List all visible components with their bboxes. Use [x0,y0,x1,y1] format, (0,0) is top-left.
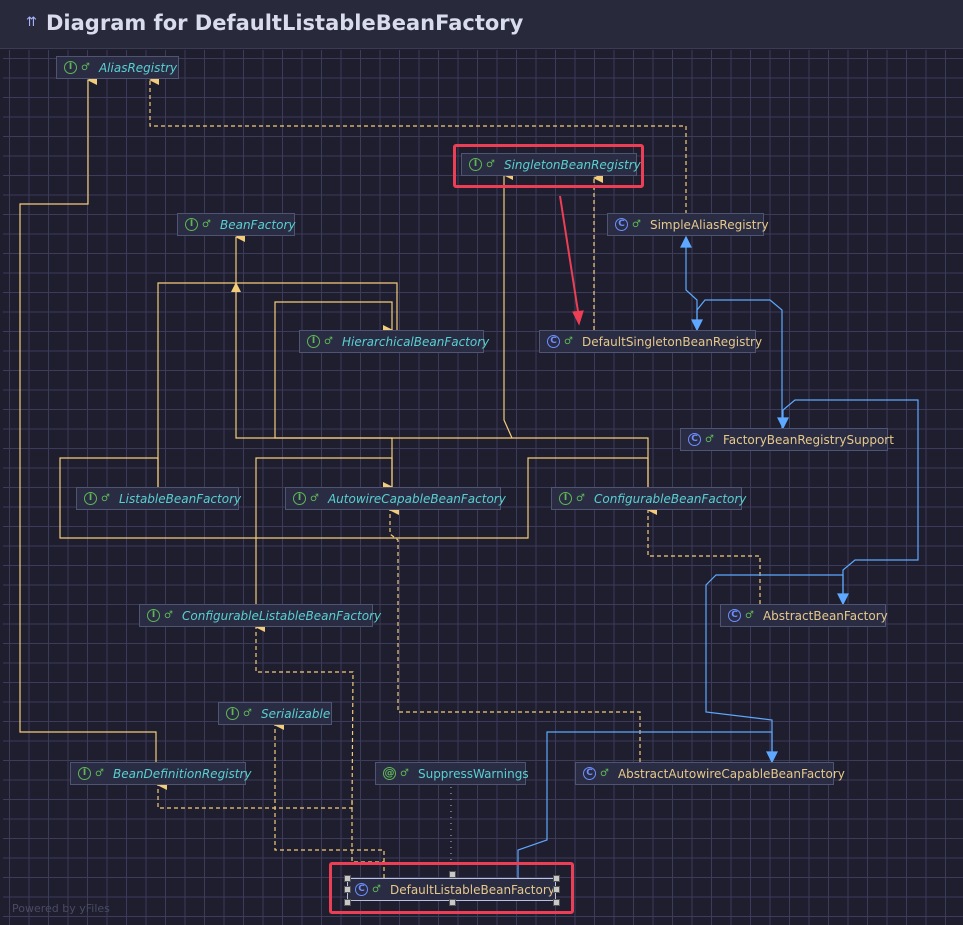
lock-icon: ♂ [310,493,319,504]
edge-abstractbean-configurable [647,505,761,604]
node-serializable[interactable]: I♂Serializable [218,702,332,725]
edge-hierarchical-beanfactory [235,232,398,330]
lock-icon: ♂ [400,768,409,779]
interface-icon: I [293,492,306,505]
red-arrow [559,195,580,319]
interface-icon: I [559,492,572,505]
edge-dlbf-serializable [274,720,385,862]
edge-simplealias-aliasregistry [149,75,687,214]
lock-icon: ♂ [95,768,104,779]
interface-icon: I [307,335,320,348]
diagram-header: ⇈ Diagram for DefaultListableBeanFactory [0,0,963,49]
interface-icon: I [185,218,198,231]
interface-icon: I [84,492,97,505]
interface-icon: I [78,767,91,780]
lock-icon: ♂ [243,708,252,719]
edge-configurable-hierarchical [274,301,649,487]
interface-icon: I [64,61,77,74]
edge-configurablelistable-listable [59,457,257,604]
selection-handle[interactable] [553,886,560,893]
node-defaultsingletonbeanregistry[interactable]: C♂DefaultSingletonBeanRegistry [539,330,762,353]
edge-configurablelistable-autowire [255,457,393,538]
node-beandefinitionregistry[interactable]: I♂BeanDefinitionRegistry [70,762,252,785]
lock-icon: ♂ [564,336,573,347]
selection-handle[interactable] [344,886,351,893]
lock-icon: ♂ [486,159,495,170]
lock-icon: ♂ [632,219,641,230]
selection-handle[interactable] [553,899,560,906]
interface-icon: I [469,158,482,171]
edge-configurablelistable-configurable [256,457,649,539]
highlight-defaultlistablebeanfactory [329,862,574,914]
lock-icon: ♂ [576,493,585,504]
edge-dlbf-abstractautowire [517,731,773,878]
interface-icon: I [147,609,160,622]
lock-icon: ♂ [202,219,211,230]
lock-icon: ♂ [745,610,754,621]
node-singletonbeanregistry[interactable]: I♂SingletonBeanRegistry [461,153,641,176]
diagram-icon: ⇈ [26,15,37,30]
class-icon: C [688,433,701,446]
edge-factorybean-defaultsingleton [696,299,783,428]
annotation-icon: @ [383,767,396,780]
edge-configurable-singleton [503,170,513,439]
node-listablebeanfactory[interactable]: I♂ListableBeanFactory [76,487,241,510]
lock-icon: ♂ [164,610,173,621]
edge-abstractbean-factorybean [782,399,919,604]
lock-icon: ♂ [372,884,381,895]
node-beanfactory[interactable]: I♂BeanFactory [177,213,295,236]
edge-listable-beanfactory [157,282,241,487]
edge-dlbf-beandefinitionregistry [157,780,353,809]
node-abstractautowirecapablebeanfactory[interactable]: C♂AbstractAutowireCapableBeanFactory [575,762,845,785]
edge-defaultsingleton-simplealias [685,237,698,330]
edge-beandefinitionregistry-aliasregistry [19,75,157,762]
lock-icon: ♂ [705,434,714,445]
selection-handle[interactable] [344,899,351,906]
edge-autowire-beanfactory [235,283,393,492]
page-title: Diagram for DefaultListableBeanFactory [46,11,524,35]
node-configurablebeanfactory[interactable]: I♂ConfigurableBeanFactory [551,487,746,510]
node-suppresswarnings[interactable]: @♂SuppressWarnings [375,762,529,785]
edge-abstractautowire-autowire [389,505,641,762]
lock-icon: ♂ [600,768,609,779]
class-icon: C [355,883,368,896]
node-abstractbeanfactory[interactable]: C♂AbstractBeanFactory [720,604,888,627]
class-icon: C [728,609,741,622]
node-configurablelistablebeanfactory[interactable]: I♂ConfigurableListableBeanFactory [139,604,381,627]
lock-icon: ♂ [324,336,333,347]
interface-icon: I [226,707,239,720]
selection-handle[interactable] [553,875,560,882]
class-icon: C [615,218,628,231]
watermark: Powered by yFiles [12,902,110,915]
highlight-singletonbeanregistry [453,144,644,188]
selection-handle[interactable] [449,899,456,906]
node-hierarchicalbeanfactory[interactable]: I♂HierarchicalBeanFactory [299,330,489,353]
class-icon: C [583,767,596,780]
node-autowirecapablebeanfactory[interactable]: I♂AutowireCapableBeanFactory [285,487,506,510]
node-aliasregistry[interactable]: I♂AliasRegistry [56,56,179,79]
node-simplealiasregistry[interactable]: C♂SimpleAliasRegistry [607,213,769,236]
class-icon: C [547,335,560,348]
node-factorybeanregistrysupport[interactable]: C♂FactoryBeanRegistrySupport [680,428,894,451]
edge-abstractautowire-abstractbean [705,574,844,762]
lock-icon: ♂ [81,62,90,73]
lock-icon: ♂ [101,493,110,504]
selection-handle[interactable] [344,875,351,882]
selection-handle[interactable] [449,871,456,878]
